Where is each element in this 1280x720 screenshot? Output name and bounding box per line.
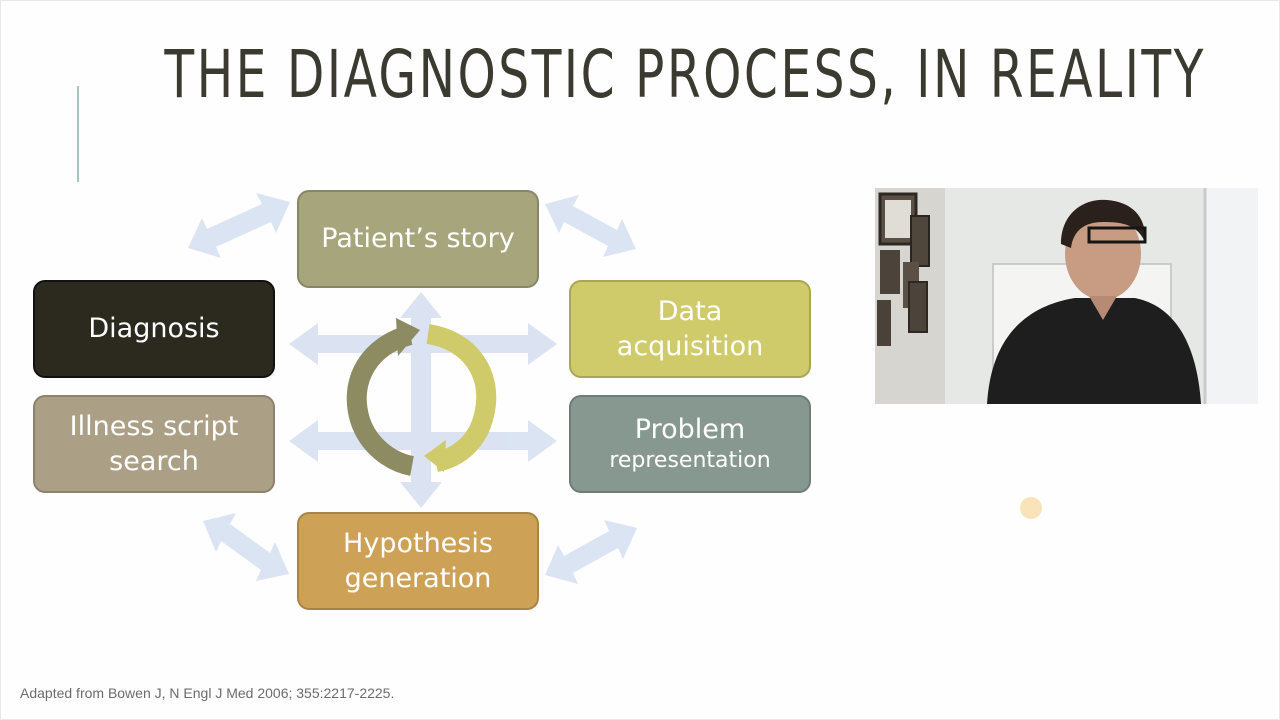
pointer-highlight: [1020, 497, 1042, 519]
node-label: Problem: [634, 414, 746, 446]
node-label: acquisition: [616, 331, 764, 362]
node-label: Data: [657, 295, 723, 327]
citation-text: Adapted from Bowen J, N Engl J Med 2006;…: [20, 685, 395, 701]
node-data-acquisition: Data acquisition: [569, 280, 811, 378]
cycle-arrows: [346, 318, 497, 476]
title-accent-bar: [77, 86, 79, 182]
cycle-arrowhead-left: [396, 318, 420, 356]
node-illness-script-search: Illness script search: [33, 395, 275, 493]
vertical-double-arrow: [400, 292, 442, 508]
diagonal-arrow-top-left: [188, 193, 290, 258]
horizontal-double-arrow-lower: [289, 420, 557, 462]
node-label: representation: [609, 448, 771, 474]
node-label: Illness script: [69, 410, 239, 442]
node-label: Patient’s story: [321, 223, 515, 255]
diagonal-arrow-top-right: [545, 195, 636, 257]
node-diagnosis: Diagnosis: [33, 280, 275, 378]
cycle-arrow-left: [346, 325, 415, 476]
node-hypothesis-generation: Hypothesis generation: [297, 512, 539, 610]
presenter-video: [875, 188, 1258, 404]
diagonal-arrow-bottom-left: [203, 513, 289, 581]
presenter-video-icon: [875, 188, 1258, 404]
node-label: Hypothesis: [343, 527, 493, 559]
slide-title: THE DIAGNOSTIC PROCESS, IN REALITY: [164, 36, 1206, 113]
node-label: Diagnosis: [88, 313, 220, 345]
horizontal-double-arrow-upper: [289, 323, 557, 365]
diagonal-arrow-bottom-right: [545, 520, 637, 584]
cycle-arrowhead-right: [424, 440, 446, 472]
connector-arrows: [188, 193, 637, 584]
node-patients-story: Patient’s story: [297, 190, 539, 288]
cycle-arrow-right: [426, 324, 497, 472]
node-label: generation: [344, 563, 492, 594]
node-problem-representation: Problem representation: [569, 395, 811, 493]
node-label: search: [109, 446, 199, 477]
diagnostic-process-diagram: [188, 193, 637, 584]
